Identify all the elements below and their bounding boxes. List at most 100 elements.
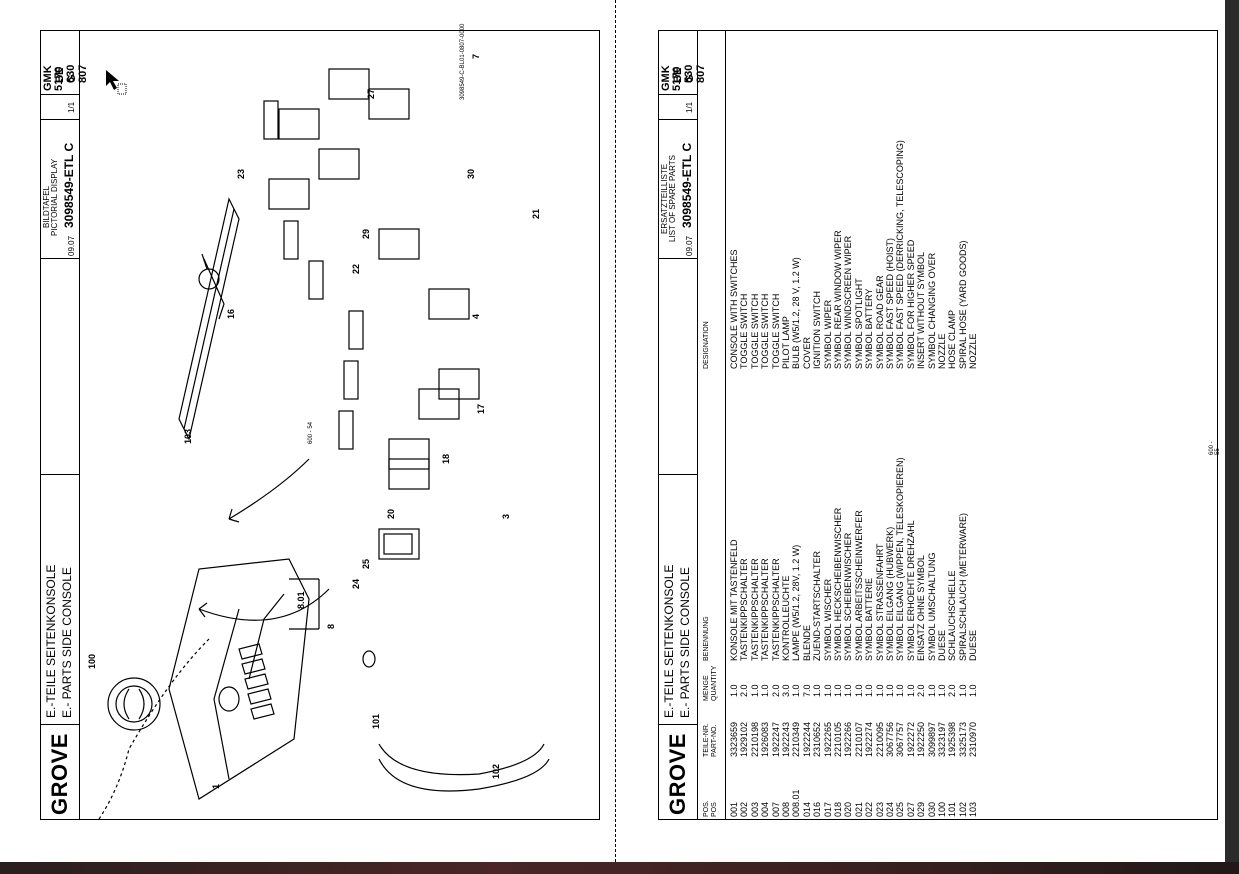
- cell-qty: 1.0: [853, 684, 864, 697]
- cell-de: TASTENKIPPSCHALTER: [739, 558, 750, 661]
- title-en: E.- PARTS SIDE CONSOLE: [678, 567, 692, 718]
- cell-part: 1922272: [905, 721, 916, 757]
- cell-qty: 2.0: [916, 684, 927, 697]
- cell-pos: 024: [885, 801, 895, 817]
- cell-qty: 1.0: [843, 684, 854, 697]
- cell-de: SPIRALSCHLAUCH (METERWARE): [957, 512, 968, 661]
- cell-de: EINSATZ OHNE SYMBOL: [916, 555, 927, 661]
- cell-qty: 2.0: [947, 684, 958, 697]
- cell-pos: 102: [957, 801, 968, 817]
- cell-qty: 2.0: [739, 684, 750, 697]
- cell-de: KONTROLLEUCHTE: [781, 575, 791, 661]
- cell-qty: 7.0: [801, 684, 812, 697]
- cell-pos: 017: [822, 801, 833, 817]
- cell-en: TOGGLE SWITCH: [749, 293, 760, 369]
- cell-qty: 2.0: [770, 684, 781, 697]
- cell-qty: 1.0: [926, 684, 937, 697]
- cell-pos: 018: [833, 801, 843, 817]
- cell-pos: 002: [739, 801, 750, 817]
- cell-pos: 030: [926, 801, 937, 817]
- grove-logo: GROVE: [665, 733, 690, 815]
- parts-sheet: GROVE E.-TEILE SEITENKONSOLE E.- PARTS S…: [658, 30, 1218, 820]
- cell-qty: 1.0: [885, 684, 895, 697]
- cell-de: SYMBOL STRASSENFAHRT: [874, 543, 885, 661]
- callout-30: 30: [466, 169, 476, 179]
- callout-16: 16: [226, 309, 236, 319]
- col-name-en: DESIGNATION: [703, 321, 710, 369]
- cell-en: SYMBOL SPOTLIGHT: [853, 278, 864, 369]
- page-number-right: 600 - 55: [1209, 441, 1221, 455]
- callout-21: 21: [531, 209, 541, 219]
- col-name-de: BENENNUNG: [703, 616, 710, 661]
- cell-en: INSERT WITHOUT SYMBOL: [916, 251, 927, 369]
- cell-part: 2210095: [874, 721, 885, 757]
- cell-part: 3323197: [937, 721, 947, 757]
- callout-20: 20: [386, 509, 396, 519]
- cell-pos: 100: [937, 801, 947, 817]
- callout-8: 8: [326, 624, 336, 629]
- sheet-frame: GROVE E.-TEILE SEITENKONSOLE E.- PARTS S…: [40, 30, 600, 820]
- cell-part: 3099897: [926, 721, 937, 757]
- cell-pos: 103: [968, 801, 979, 817]
- cell-de: TASTENKIPPSCHALTER: [760, 558, 771, 661]
- cell-qty: 1.0: [968, 684, 979, 697]
- title-block: GROVE E.-TEILE SEITENKONSOLE E.- PARTS S…: [659, 31, 707, 819]
- page-pictorial: GROVE E.-TEILE SEITENKONSOLE E.- PARTS S…: [0, 0, 616, 862]
- cell-part: 2310652: [812, 721, 823, 757]
- cell-qty: 1.0: [895, 684, 906, 697]
- col-part-de: TEILE-NR.: [703, 723, 710, 757]
- callout-25: 25: [361, 559, 371, 569]
- cell-qty: 1.0: [760, 684, 771, 697]
- cell-en: PILOT LAMP: [781, 316, 791, 369]
- callout-8-01: 8.01: [296, 591, 306, 609]
- cell-part: 3325173: [957, 721, 968, 757]
- cell-part: 1922250: [916, 721, 927, 757]
- table-header: POS. POS TEILE-NR. PART-NO. MENGE QUANTI…: [699, 31, 726, 819]
- pictorial-en: PICTORIAL DISPLAY: [50, 158, 59, 236]
- callout-18: 18: [441, 454, 451, 464]
- cell-pos: 007: [770, 801, 781, 817]
- callout-1: 1: [211, 784, 221, 789]
- title-de: E.-TEILE SEITENKONSOLE: [44, 564, 58, 718]
- list-en: LIST OF SPARE PARTS: [668, 155, 677, 242]
- logo-cell: GROVE: [41, 724, 79, 819]
- col-pos-en: POS: [711, 802, 718, 817]
- callout-29: 29: [361, 229, 371, 239]
- grove-logo: GROVE: [47, 733, 72, 815]
- cell-qty: 1.0: [874, 684, 885, 697]
- cell-qty: 1.0: [812, 684, 823, 697]
- callout-23: 23: [236, 169, 246, 179]
- cell-en: TOGGLE SWITCH: [739, 293, 750, 369]
- cell-en: SYMBOL REAR WINDOW WIPER: [833, 230, 843, 369]
- viewer-scrollbar[interactable]: [1225, 0, 1239, 874]
- title-cell: E.-TEILE SEITENKONSOLE E.- PARTS SIDE CO…: [41, 474, 79, 724]
- cell-de: LAMPE (W5/1.2, 28V, 1.2 W): [791, 544, 802, 661]
- doc-cell: ERSATZTEILLISTE LIST OF SPARE PARTS 09.0…: [659, 119, 697, 259]
- cell-qty: 1.0: [937, 684, 947, 697]
- cell-pos: 003: [749, 801, 760, 817]
- cell-en: NOZZLE: [937, 333, 947, 369]
- cell-en: SYMBOL ROAD GEAR: [874, 275, 885, 369]
- cell-qty: 1.0: [729, 684, 739, 697]
- cell-en: COVER: [801, 336, 812, 369]
- doc-cell: BILDTAFEL PICTORIAL DISPLAY 09.07 309854…: [41, 119, 79, 259]
- cell-part: 1929102: [739, 721, 750, 757]
- cell-part: 1922243: [781, 721, 791, 757]
- callout-labels: 1 100 101 102 103 8 8.01 24 25 20 3 18 1…: [87, 54, 541, 789]
- callout-27: 27: [366, 89, 376, 99]
- console-body: [168, 558, 310, 800]
- date: 09.07: [685, 235, 694, 256]
- cell-en: SYMBOL WIPER: [822, 299, 833, 369]
- col-pos-de: POS.: [703, 800, 710, 817]
- page-parts-list: GROVE E.-TEILE SEITENKONSOLE E.- PARTS S…: [618, 0, 1224, 862]
- cell-en: NOZZLE: [968, 333, 979, 369]
